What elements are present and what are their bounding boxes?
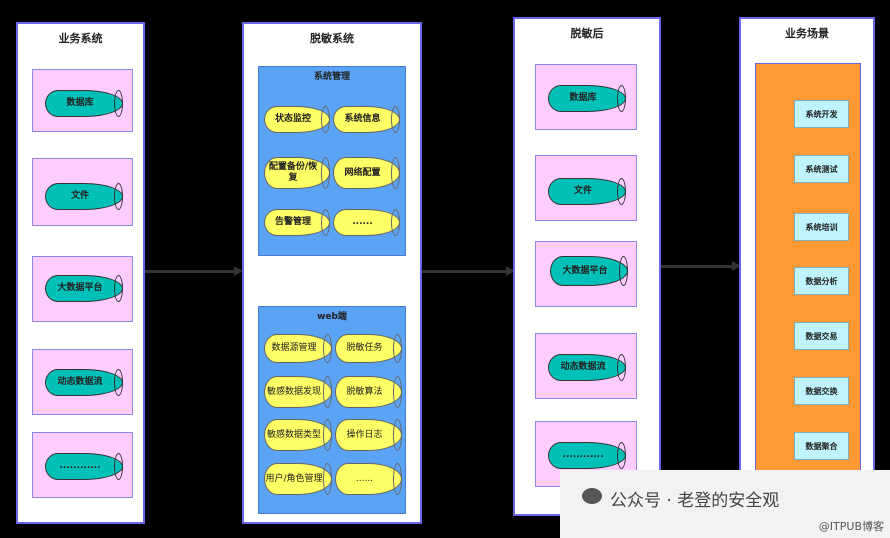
source-box: 大数据平台 [32, 256, 133, 322]
panel-title: 系统管理 [313, 72, 350, 82]
scenario-system-development: 系统开发 [794, 100, 849, 128]
status-monitor-cylinder: 状态监控 [264, 106, 330, 133]
scenario-data-trading: 数据交易 [794, 322, 849, 350]
business-scenarios-column: 业务场景 系统开发 系统测试 系统培训 数据分析 数据交易 数据交换 数据聚合 [739, 17, 875, 488]
dynamic-stream-cylinder: 动态数据流 [45, 369, 123, 396]
bigdata-platform-cylinder: 大数据平台 [45, 275, 123, 302]
flow-arrow [422, 266, 515, 276]
flow-arrow [661, 261, 741, 271]
file-cylinder: 文件 [45, 183, 123, 210]
flow-arrow [145, 266, 243, 276]
business-system-column: 业务系统 数据库 文件 大数据平台 动态数据流 ............ [16, 22, 145, 524]
system-info-cylinder: 系统信息 [333, 106, 400, 133]
dynamic-stream-cylinder: 动态数据流 [548, 354, 626, 381]
sensitive-data-discovery-cylinder: 敏感数据发现 [264, 376, 332, 408]
system-management-panel: 系统管理 状态监控 系统信息 配置备份/恢复 网络配置 告警管理 ...... [258, 66, 406, 256]
column-title: 脱敏系统 [310, 32, 354, 45]
web-panel: web端 数据源管理 脱敏任务 敏感数据发现 脱敏算法 敏感数据类型 操作日志 … [258, 306, 406, 514]
column-title: 脱敏后 [570, 27, 604, 40]
desensitization-system-column: 脱敏系统 系统管理 状态监控 系统信息 配置备份/恢复 网络配置 告警管理 ..… [242, 22, 422, 524]
database-cylinder: 数据库 [548, 85, 626, 112]
watermark-sub: @ITPUB博客 [818, 520, 884, 533]
datasource-management-cylinder: 数据源管理 [264, 334, 332, 363]
user-role-management-cylinder: 用户/角色管理 [264, 463, 332, 495]
scenario-system-training: 系统培训 [794, 213, 849, 241]
scenario-data-analysis: 数据分析 [794, 267, 849, 295]
source-box: 文件 [32, 158, 133, 226]
scenario-data-aggregation: 数据聚合 [794, 432, 849, 460]
target-box: 动态数据流 [535, 333, 637, 399]
more-cylinder: ...... [335, 463, 402, 495]
bigdata-platform-cylinder: 大数据平台 [550, 256, 628, 286]
more-cylinder: ...... [333, 209, 400, 236]
target-box: 数据库 [535, 64, 637, 130]
more-cylinder: ............ [45, 453, 123, 480]
target-box: 文件 [535, 155, 637, 221]
network-config-cylinder: 网络配置 [333, 157, 400, 189]
column-title: 业务系统 [58, 32, 103, 45]
desensitization-algorithm-cylinder: 脱敏算法 [335, 376, 402, 408]
config-backup-cylinder: 配置备份/恢复 [264, 157, 330, 189]
file-cylinder: 文件 [548, 178, 626, 205]
column-title: 业务场景 [785, 27, 829, 40]
watermark-text: 公众号 · 老登的安全观 [610, 491, 780, 511]
scenarios-panel: 系统开发 系统测试 系统培训 数据分析 数据交易 数据交换 数据聚合 [755, 63, 861, 478]
source-box: ............ [32, 432, 133, 498]
target-box: 大数据平台 [535, 241, 637, 307]
alarm-management-cylinder: 告警管理 [264, 209, 330, 236]
wechat-icon [582, 488, 602, 504]
operation-log-cylinder: 操作日志 [335, 419, 402, 451]
scenario-system-testing: 系统测试 [794, 155, 849, 183]
scenario-data-exchange: 数据交换 [794, 377, 849, 405]
database-cylinder: 数据库 [45, 90, 123, 117]
source-box: 数据库 [32, 69, 133, 132]
sensitive-data-type-cylinder: 敏感数据类型 [264, 419, 332, 451]
watermark: 公众号 · 老登的安全观 @ITPUB博客 [560, 470, 890, 538]
source-box: 动态数据流 [32, 349, 133, 415]
after-desensitization-column: 脱敏后 数据库 文件 大数据平台 动态数据流 ............ [513, 17, 661, 516]
more-cylinder: ............ [548, 442, 626, 469]
desensitization-task-cylinder: 脱敏任务 [335, 334, 402, 363]
panel-title: web端 [317, 312, 347, 322]
